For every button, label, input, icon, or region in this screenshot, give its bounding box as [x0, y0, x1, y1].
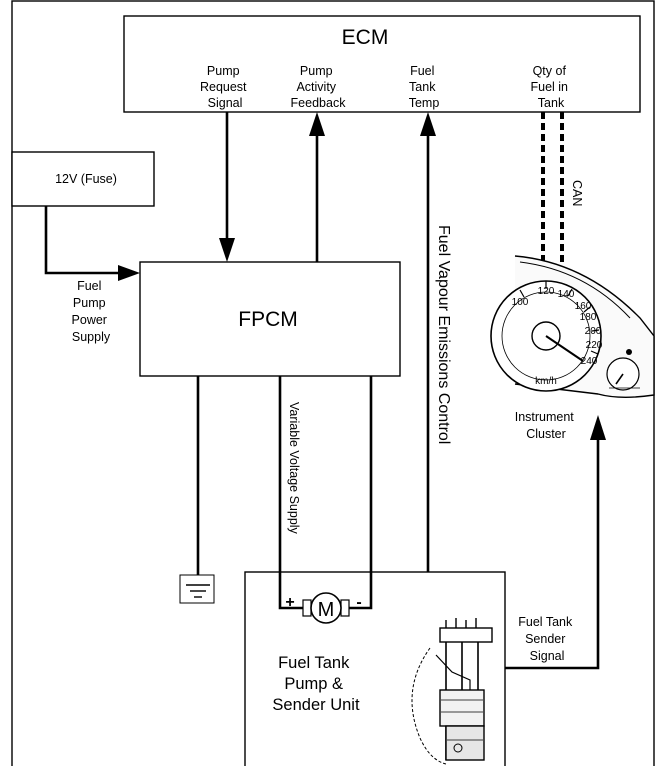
gauge-tick-220: 220 [586, 340, 603, 351]
instrument-cluster-label: Instrument Cluster [515, 410, 578, 441]
gauge-tick-180: 180 [580, 312, 597, 323]
fpcm-title: FPCM [238, 308, 298, 331]
ecm-input-pump-activity: Pump Activity Feedback [291, 64, 347, 110]
gauge-tick-140: 140 [558, 289, 575, 300]
power-supply-arrowhead [118, 265, 140, 281]
ecm-box [123, 15, 641, 113]
ecm-input-qty-fuel: Qty of Fuel in Tank [530, 64, 571, 110]
power-supply-wire [44, 206, 122, 275]
motor-plus-sign: + [285, 594, 294, 611]
can-label: CAN [570, 180, 584, 206]
power-supply-label: Fuel Pump Power Supply [72, 279, 111, 344]
ground-symbol-icon [179, 574, 215, 604]
voltage-minus-wire [346, 376, 373, 610]
fpcm-box [139, 261, 401, 377]
fuse-box [11, 151, 155, 207]
motor-icon [302, 592, 350, 624]
fuel-tank-temp-arrowhead [420, 112, 436, 136]
fuel-pump-module-illustration [411, 618, 493, 765]
gauge-tick-240: 240 [581, 356, 598, 367]
gauge-tick-160: 160 [575, 301, 592, 312]
voltage-plus-wire [278, 376, 306, 610]
sender-signal-arrowhead [590, 415, 606, 440]
sender-signal-label: Fuel Tank Sender Signal [518, 615, 575, 663]
pump-unit-title: Fuel Tank Pump & Sender Unit [272, 654, 360, 714]
gauge-tick-120: 120 [538, 286, 555, 297]
fuse-label: 12V (Fuse) [55, 172, 117, 186]
ecm-input-pump-request: Pump Request Signal [200, 64, 250, 110]
pump-activity-arrowhead [309, 112, 325, 136]
ecm-input-fuel-tank-temp: Fuel Tank Temp [409, 64, 440, 110]
motor-minus-sign: - [356, 594, 361, 611]
gauge-tick-100: 100 [512, 297, 529, 308]
instrument-cluster-illustration [490, 255, 655, 398]
pump-request-arrowhead [219, 238, 235, 262]
ecm-title: ECM [342, 26, 389, 49]
vapour-emissions-label: Fuel Vapour Emissions Control [435, 225, 452, 444]
gauge-tick-200: 200 [585, 326, 602, 337]
sender-signal-wire [505, 438, 600, 670]
variable-voltage-label: Variable Voltage Supply [287, 402, 301, 535]
gauge-unit: km/h [535, 376, 557, 387]
motor-letter: M [318, 599, 335, 621]
